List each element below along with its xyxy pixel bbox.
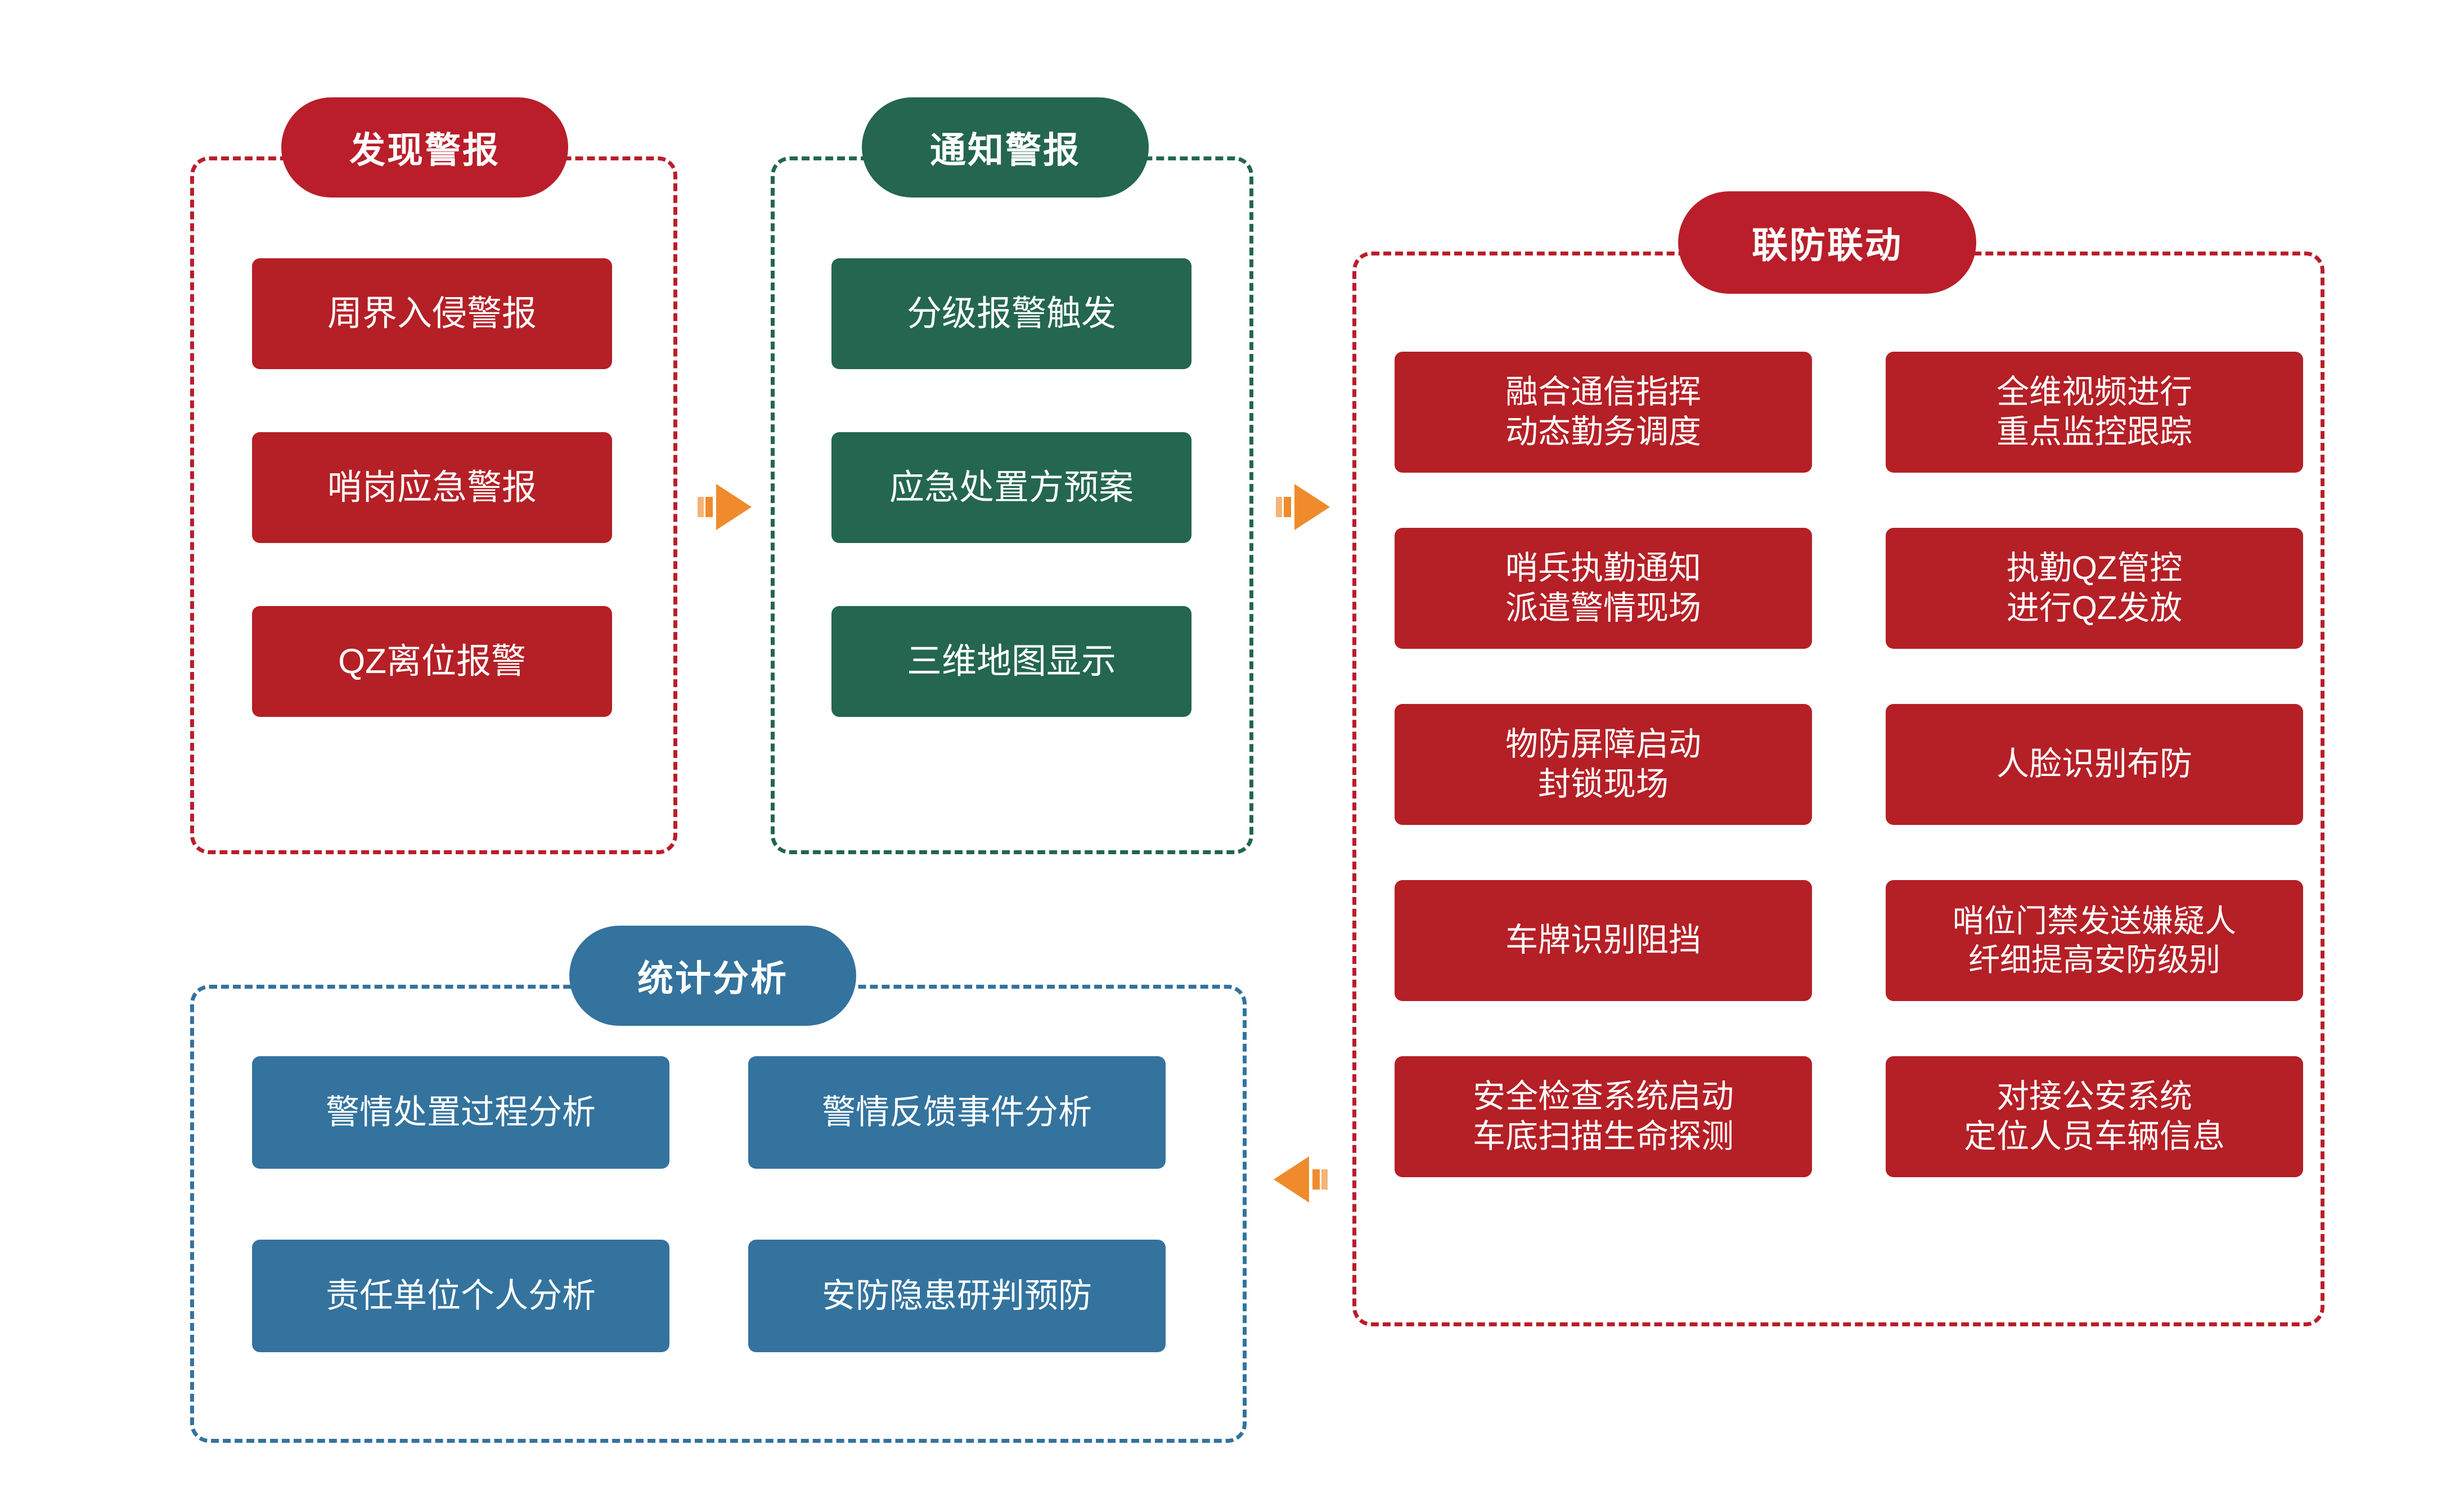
box-joint-left-1-label: 融合通信指挥动态勤务调度 [1505,373,1701,450]
box-joint-left-3[interactable]: 物防屏障启动封锁现场 [1395,704,1812,825]
box-statistics-item-4-label: 安防隐患研判预防 [822,1277,1092,1315]
box-discover-item-1[interactable]: 周界入侵警报 [252,258,612,369]
box-joint-right-2-label: 执勤QZ管控进行QZ发放 [2006,549,2183,626]
pill-joint-defense[interactable]: 联防联动 [1678,191,1976,294]
box-joint-right-3-label: 人脸识别布防 [1996,746,2192,783]
box-discover-item-2[interactable]: 哨岗应急警报 [252,432,612,543]
box-joint-right-1-label: 全维视频进行重点监控跟踪 [1996,373,2192,450]
arrow-left-joint-to-statistics [1274,1156,1328,1203]
pill-notify-alarm-label: 通知警报 [930,130,1081,171]
box-joint-left-2-label: 哨兵执勤通知派遣警情现场 [1505,549,1701,626]
box-notify-item-1-label: 分级报警触发 [906,294,1116,333]
box-joint-right-1[interactable]: 全维视频进行重点监控跟踪 [1886,352,2303,473]
box-joint-left-3-label: 物防屏障启动封锁现场 [1505,725,1701,802]
box-joint-right-5-label: 对接公安系统定位人员车辆信息 [1963,1078,2225,1155]
box-statistics-item-2[interactable]: 警情反馈事件分析 [748,1056,1166,1169]
pill-notify-alarm[interactable]: 通知警报 [862,97,1149,198]
box-statistics-item-4[interactable]: 安防隐患研判预防 [748,1240,1166,1352]
box-statistics-item-2-label: 警情反馈事件分析 [822,1093,1092,1132]
box-notify-item-3[interactable]: 三维地图显示 [831,606,1191,717]
arrow-right-notify-to-joint [1276,484,1330,530]
box-joint-left-5[interactable]: 安全检查系统启动车底扫描生命探测 [1395,1056,1812,1177]
box-statistics-item-3-label: 责任单位个人分析 [326,1277,596,1315]
pill-discover-alarm-label: 发现警报 [349,130,500,171]
pill-statistics[interactable]: 统计分析 [569,926,856,1026]
arrow-right-discover-to-notify [698,484,752,530]
box-joint-right-4[interactable]: 哨位门禁发送嫌疑人纤细提高安防级别 [1886,880,2303,1001]
box-notify-item-3-label: 三维地图显示 [906,641,1116,681]
box-discover-item-2-label: 哨岗应急警报 [327,468,537,507]
box-discover-item-1-label: 周界入侵警报 [327,294,537,333]
box-joint-right-2[interactable]: 执勤QZ管控进行QZ发放 [1886,528,2303,649]
box-joint-right-3[interactable]: 人脸识别布防 [1886,704,2303,825]
box-joint-left-4[interactable]: 车牌识别阻挡 [1395,880,1812,1001]
pill-joint-defense-label: 联防联动 [1752,225,1903,266]
box-joint-left-4-label: 车牌识别阻挡 [1505,922,1701,959]
box-statistics-item-3[interactable]: 责任单位个人分析 [252,1240,669,1352]
pill-statistics-label: 统计分析 [637,958,788,999]
box-statistics-item-1[interactable]: 警情处置过程分析 [252,1056,669,1169]
box-discover-item-3-label: QZ离位报警 [338,641,527,681]
box-joint-left-1[interactable]: 融合通信指挥动态勤务调度 [1395,352,1812,473]
box-notify-item-1[interactable]: 分级报警触发 [831,258,1191,369]
box-notify-item-2[interactable]: 应急处置方预案 [831,432,1191,543]
box-discover-item-3[interactable]: QZ离位报警 [252,606,612,717]
pill-discover-alarm[interactable]: 发现警报 [281,97,568,198]
box-joint-right-5[interactable]: 对接公安系统定位人员车辆信息 [1886,1056,2303,1177]
box-notify-item-2-label: 应急处置方预案 [889,468,1134,507]
panel-statistics [190,985,1247,1443]
box-joint-right-4-label: 哨位门禁发送嫌疑人纤细提高安防级别 [1953,903,2236,977]
box-joint-left-2[interactable]: 哨兵执勤通知派遣警情现场 [1395,528,1812,649]
box-statistics-item-1-label: 警情处置过程分析 [326,1093,596,1132]
box-joint-left-5-label: 安全检查系统启动车底扫描生命探测 [1472,1078,1734,1155]
